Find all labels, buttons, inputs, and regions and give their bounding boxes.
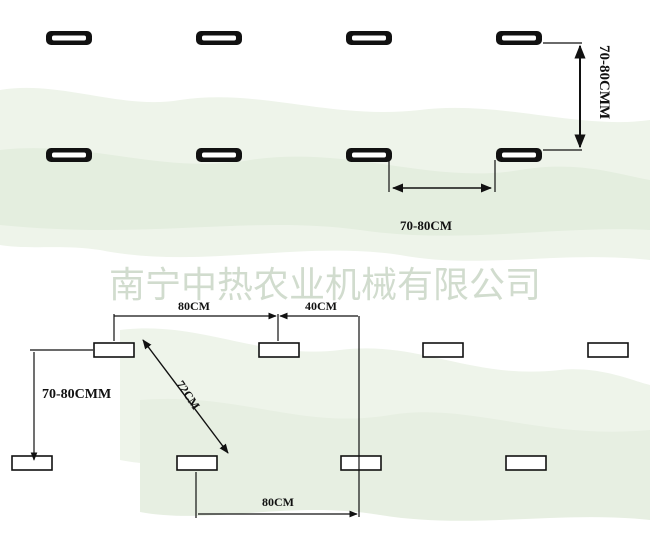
planting-hole bbox=[258, 342, 300, 358]
bottom-row-spacing-dimension: 70-80CMM bbox=[30, 349, 111, 461]
planting-hole bbox=[46, 31, 92, 45]
planting-hole bbox=[496, 148, 542, 162]
planting-hole bbox=[93, 342, 135, 358]
planting-hole bbox=[496, 31, 542, 45]
bottom-top-spacing-label: 80CM bbox=[178, 299, 210, 313]
planting-hole bbox=[346, 31, 392, 45]
planting-hole bbox=[587, 342, 629, 358]
planting-hole bbox=[422, 342, 464, 358]
top-row-spacing-dimension: 70-80CMM bbox=[543, 42, 612, 151]
bottom-bottom-spacing-dimension: 80CM bbox=[195, 472, 358, 518]
bottom-offset-label: 40CM bbox=[305, 299, 337, 313]
bottom-top-spacing-dimension: 80CM 40CM bbox=[113, 299, 358, 341]
top-cup-grid bbox=[46, 31, 542, 162]
planting-hole bbox=[196, 31, 242, 45]
planting-hole bbox=[176, 455, 218, 471]
planting-hole bbox=[340, 455, 382, 471]
watermark-text: 南宁中热农业机械有限公司 bbox=[109, 265, 541, 306]
planting-hole bbox=[46, 148, 92, 162]
background-tint bbox=[0, 87, 650, 521]
top-column-spacing-label: 70-80CM bbox=[400, 218, 452, 233]
bottom-row-spacing-label: 70-80CMM bbox=[42, 387, 111, 402]
bottom-bottom-spacing-label: 80CM bbox=[262, 495, 294, 509]
planting-hole bbox=[505, 455, 547, 471]
planting-hole bbox=[196, 148, 242, 162]
planting-hole bbox=[346, 148, 392, 162]
top-row-spacing-label: 70-80CMM bbox=[596, 45, 612, 119]
top-column-spacing-dimension: 70-80CM bbox=[388, 160, 496, 233]
bottom-cup-grid bbox=[11, 342, 629, 471]
planting-hole bbox=[11, 455, 53, 471]
